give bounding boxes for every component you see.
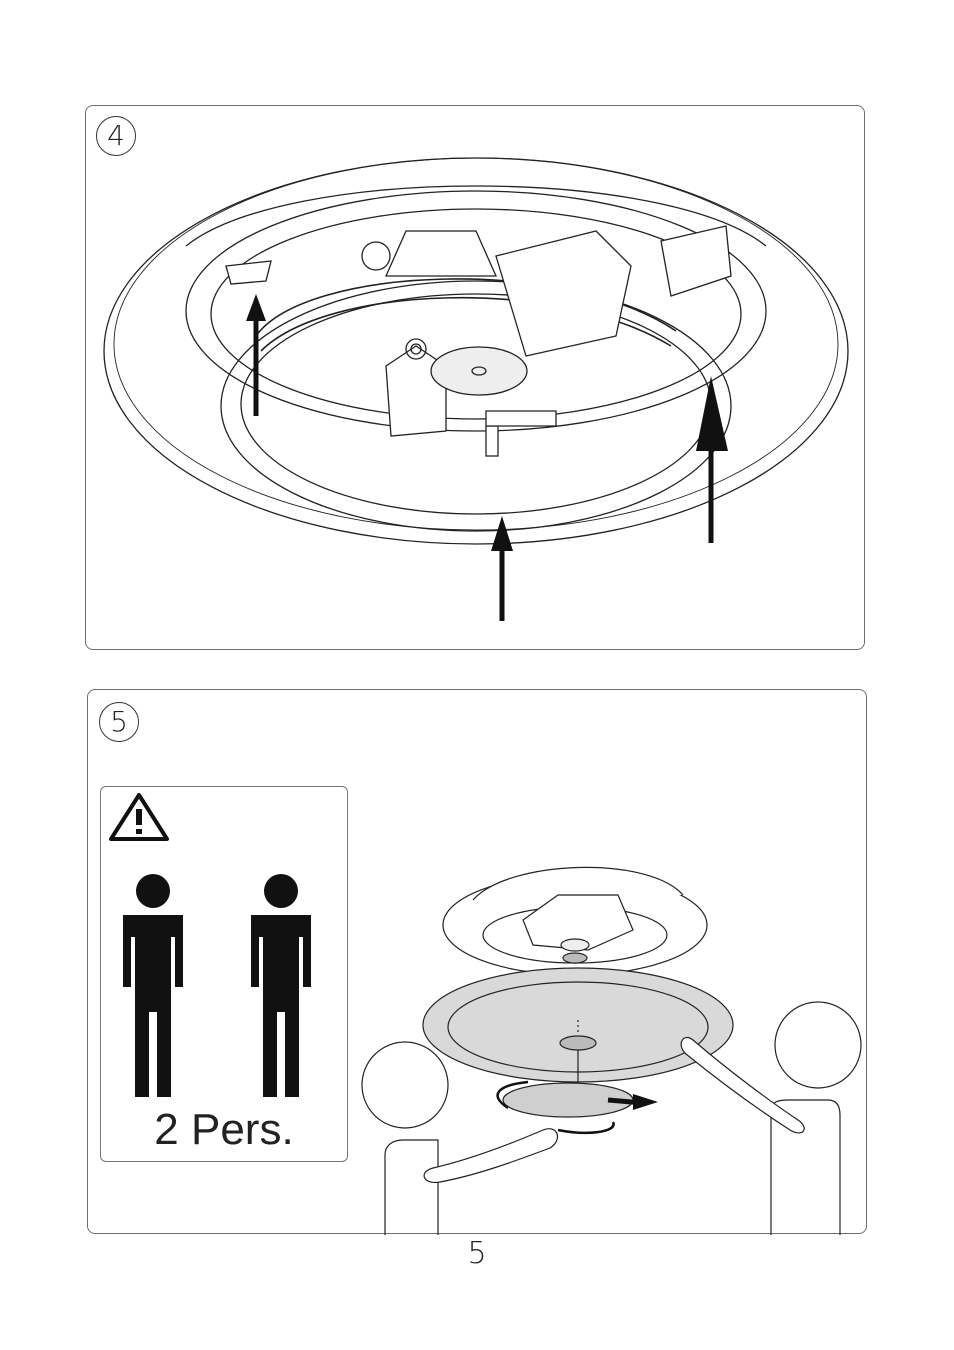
ceiling-lamp-mounting-illustration bbox=[86, 106, 866, 651]
page-number: 5 bbox=[0, 1236, 954, 1271]
step-5-panel: 5 2 Pers. bbox=[87, 689, 867, 1234]
two-persons-fixing-cover-illustration bbox=[88, 690, 868, 1235]
step-4-panel: 4 bbox=[85, 105, 865, 650]
